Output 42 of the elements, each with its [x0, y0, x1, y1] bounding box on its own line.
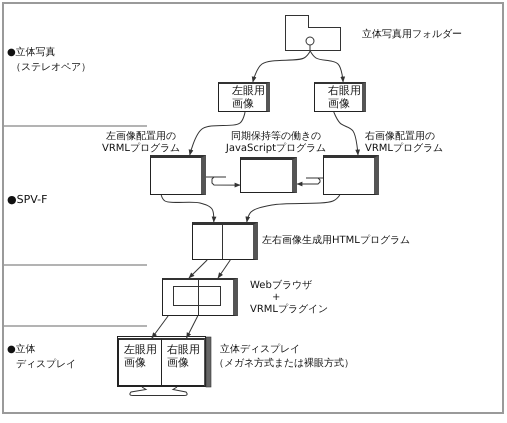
section-label: ●立体 [7, 344, 36, 356]
browser-label: Webブラウザ [250, 280, 312, 292]
screen-half [161, 338, 205, 386]
section-label: ディスプレイ [16, 359, 76, 371]
arrow [310, 50, 346, 83]
image-box [314, 82, 366, 112]
program-box [240, 157, 297, 193]
arrow [296, 178, 324, 186]
browser-window [162, 278, 238, 316]
section-label: ●SPV-F [7, 193, 48, 206]
program-box [192, 222, 258, 260]
program-label: 同期保持等の働きのJavaScriptプログラム [224, 131, 328, 155]
program-label: 左右画像生成用HTMLプログラム [262, 235, 410, 247]
program-box [323, 155, 379, 195]
folder-icon [285, 15, 341, 51]
arrow [186, 316, 198, 339]
monitor [117, 336, 212, 396]
program-label: 右画像配置用のVRMLプログラム [365, 131, 444, 155]
image-box [218, 82, 270, 112]
arrow [252, 50, 311, 83]
arrow [333, 112, 360, 156]
browser-label: VRMLプラグイン [250, 304, 328, 316]
arrow [188, 260, 208, 278]
section-label: ●立体写真 [7, 47, 56, 59]
arrow [206, 176, 241, 188]
plus-sign: + [272, 292, 280, 304]
image-label: 右眼用画像 [167, 344, 201, 370]
arrow [188, 112, 246, 156]
program-label: 左画像配置用のVRMLプログラム [101, 131, 181, 155]
arrow [218, 260, 231, 278]
display-label: 立体ディスプレイ [220, 344, 300, 356]
arrow [245, 194, 340, 223]
screen-half [118, 338, 162, 386]
image-label: 左眼用画像 [232, 85, 266, 110]
image-label: 左眼用画像 [124, 344, 158, 370]
image-label: 右眼用画像 [328, 85, 362, 110]
arrow [160, 194, 216, 223]
program-box [150, 155, 206, 195]
arrow [151, 316, 169, 338]
folder-label: 立体写真用フォルダー [362, 29, 462, 41]
display-label: （メガネ方式または裸眼方式） [214, 358, 354, 370]
section-label: （ステレオペア） [11, 62, 91, 74]
